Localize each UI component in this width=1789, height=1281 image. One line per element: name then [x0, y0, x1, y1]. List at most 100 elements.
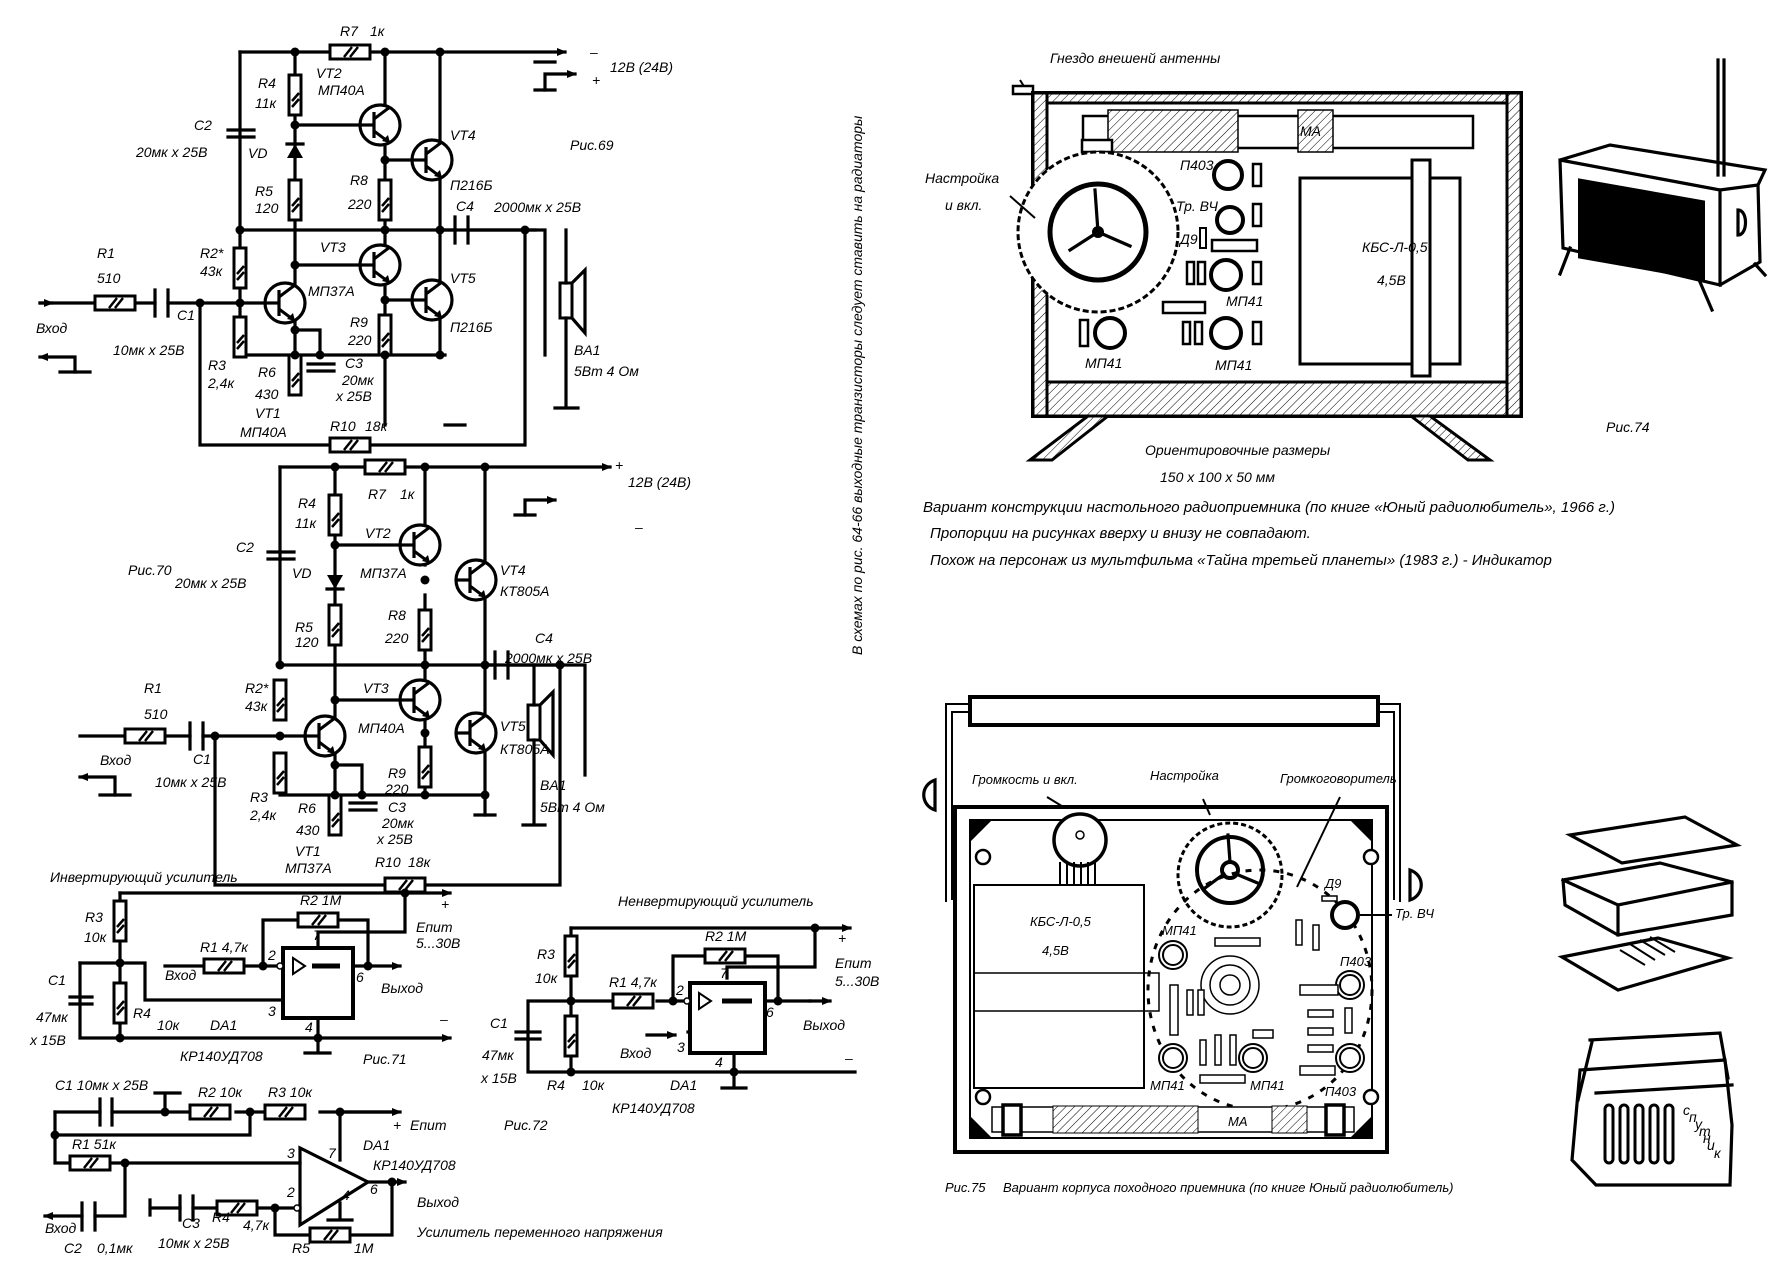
fig71-output-label: Выход [381, 980, 423, 996]
fig73-c2-label: C2 [64, 1240, 82, 1256]
fig72-r3-value: 10к [535, 970, 559, 986]
figure-71-inverting-amplifier: Инвертирующий усилитель R2 1М R3 10к R1 … [29, 869, 460, 1067]
fig70-r10-value: 18к [408, 854, 432, 870]
fig71-r3-label: R3 [85, 909, 103, 925]
fig74-note-2: Пропорции на рисунках вверху и внизу не … [930, 525, 1311, 542]
fig74-tuning-label: Настройка [925, 170, 999, 186]
fig72-title: Ненвертирующий усилитель [618, 893, 814, 909]
fig73-c3-value: 10мк х 25В [158, 1235, 229, 1251]
fig69-vt3-type: МП37А [308, 283, 355, 299]
fig70-r1-value: 510 [144, 706, 168, 722]
fig71-r3-value: 10к [84, 929, 108, 945]
fig70-r5-value: 120 [295, 634, 319, 650]
fig70-vd-label: VD [292, 565, 311, 581]
fig75-trvch-label: Тр. ВЧ [1395, 906, 1434, 921]
fig74-tuning-label2: и вкл. [945, 197, 982, 213]
fig74-p403-label: П403 [1180, 157, 1214, 173]
fig70-vt4-type: КТ805А [500, 583, 550, 599]
fig74-battery-icon [1298, 176, 1462, 366]
fig69-vt2-type: МП40А [318, 82, 365, 98]
fig69-r1-value: 510 [97, 270, 121, 286]
fig74-note-1: Вариант конструкции настольного радиопри… [923, 499, 1615, 516]
fig70-r7-label: R7 [368, 486, 387, 502]
fig72-c1-value: 47мк [482, 1047, 515, 1063]
fig70-c1-label: C1 [193, 751, 211, 767]
fig69-r9-label: R9 [350, 314, 368, 330]
fig74-mp41-label-1: МП41 [1226, 293, 1263, 309]
fig70-r9-label: R9 [388, 765, 406, 781]
fig70-r6-value: 430 [296, 822, 320, 838]
fig72-r1-label: R1 4,7к [609, 974, 658, 990]
fig70-input-label: Вход [100, 752, 132, 768]
fig69-r6-label: R6 [258, 364, 276, 380]
fig73-da1-type: КР140УД708 [373, 1157, 456, 1173]
fig69-r2-label: R2* [200, 245, 224, 261]
fig71-r4-label: R4 [133, 1005, 151, 1021]
fig75-tuning-label: Настройка [1150, 768, 1219, 783]
fig72-c1-label: C1 [490, 1015, 508, 1031]
fig73-r3-label: R3 10к [268, 1084, 313, 1100]
fig75-volume-label: Громкость и вкл. [972, 772, 1078, 787]
fig69-supply-plus: + [592, 72, 600, 88]
fig75-brand-3: у [1694, 1116, 1703, 1132]
fig69-r3-value: 2,4к [207, 375, 235, 391]
fig75-mp41-label-1: МП41 [1162, 923, 1197, 938]
fig69-vt5-type: П216Б [450, 319, 493, 335]
fig69-r6-value: 430 [255, 386, 279, 402]
fig73-r5-label: R5 [292, 1240, 310, 1256]
fig70-r6-label: R6 [298, 800, 316, 816]
fig70-r10-label: R10 [375, 854, 401, 870]
fig71-supply-range: 5...30В [416, 935, 460, 951]
fig69-supply-minus: – [589, 44, 598, 60]
figure-74-desktop-receiver: Гнездо внешенй антенны МА Настройка и вк… [925, 50, 1768, 485]
fig72-r2-label: R2 1М [705, 928, 747, 944]
fig74-note-3: Похож на персонаж из мультфильма «Тайна … [930, 552, 1552, 569]
fig71-pin7: 7 [313, 927, 322, 943]
fig71-pin4: 4 [305, 1019, 313, 1035]
fig75-brand-2: п [1689, 1109, 1697, 1125]
fig74-battery-voltage: 4,5В [1377, 272, 1406, 288]
figure-75-portable-receiver: Громкость и вкл. Настройка Громкоговорит… [922, 695, 1454, 1195]
fig72-r4-label: R4 [547, 1077, 565, 1093]
fig73-input-label: Вход [45, 1220, 77, 1236]
fig69-c2-value: 20мк х 25В [135, 144, 207, 160]
fig70-vt5-label: VT5 [500, 718, 526, 734]
fig70-r4-label: R4 [298, 495, 316, 511]
fig75-ma-coil-icon [1052, 1105, 1199, 1134]
fig69-vt5-label: VT5 [450, 270, 476, 286]
fig75-caption: Рис.75 [945, 1180, 986, 1195]
fig69-r5-value: 120 [255, 200, 279, 216]
fig69-ba1-label: BA1 [574, 342, 600, 358]
figure-72-noninverting-amplifier: Ненвертирующий усилитель R2 1М R3 10к R1… [480, 893, 879, 1133]
fig72-input-label: Вход [620, 1045, 652, 1061]
fig74-trvch-label: Тр. ВЧ [1176, 198, 1219, 214]
fig72-supply-minus: – [844, 1050, 853, 1066]
fig73-supply-label: Епит [410, 1117, 447, 1133]
fig69-r2-value: 43к [200, 263, 224, 279]
fig75-sputnik-radio-sketch-icon: с п у т н и к [1570, 1031, 1734, 1187]
fig72-supply-label: Епит [835, 955, 872, 971]
fig71-c1-value: 47мк [36, 1009, 69, 1025]
fig75-volume-knob-icon [1052, 812, 1108, 868]
fig69-r5-label: R5 [255, 183, 273, 199]
fig75-battery-icon [973, 884, 1145, 1089]
fig75-mp41-label-3: МП41 [1250, 1078, 1285, 1093]
fig70-c3-value2: х 25В [376, 831, 413, 847]
fig71-input-label: Вход [165, 967, 197, 983]
fig72-pin2: 2 [675, 982, 684, 998]
fig71-r4-value: 10к [157, 1017, 181, 1033]
fig70-r2-value: 43к [245, 698, 269, 714]
fig73-pin3: 3 [287, 1145, 295, 1161]
fig70-r3-label: R3 [250, 789, 268, 805]
fig74-dims-title: Ориентировочные размеры [1145, 442, 1331, 458]
fig70-r9-value: 220 [384, 781, 409, 797]
fig72-pin4: 4 [715, 1054, 723, 1070]
fig74-antenna-jack-label: Гнездо внешенй антенны [1050, 50, 1221, 66]
fig69-caption: Рис.69 [570, 137, 614, 153]
fig74-ma-label: МА [1300, 123, 1321, 139]
fig71-supply-minus: – [439, 1011, 448, 1027]
fig73-pin6: 6 [370, 1181, 378, 1197]
fig69-r8-value: 220 [347, 196, 372, 212]
fig70-vt2-label: VT2 [365, 525, 391, 541]
fig69-r9-value: 220 [347, 332, 372, 348]
